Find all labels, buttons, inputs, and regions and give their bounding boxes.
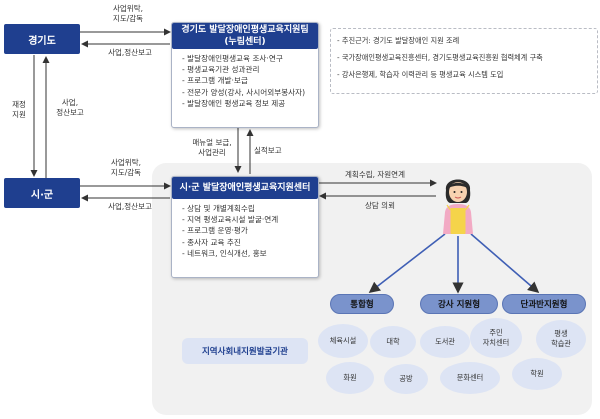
nurim-center-title: 경기도 발달장애인평생교육지원팀 [181, 25, 309, 35]
local-institution-discovery-label: 지역사회내지원발굴기관 [182, 338, 308, 364]
local-duty-item: 종사자 교육 추진 [182, 237, 312, 248]
label-person-to-local-text: 상담 의뢰 [365, 201, 395, 210]
basis-notes-box: 추진근거: 경기도 발달장애인 지원 조례 국가장애인평생교육진흥센터, 경기도… [330, 28, 598, 94]
nurim-duty-item: 프로그램 개발·보급 [182, 75, 312, 86]
institution-label: 문화센터 [456, 373, 484, 382]
institution-label: 화원 [343, 373, 357, 382]
label-gg-to-top: 사업위탁, 지도/감독 [100, 4, 156, 24]
local-center-title: 시·군 발달장애인평생교육지원센터 [179, 183, 311, 193]
nurim-duty-item: 평생교육기관 성과관리 [182, 64, 312, 75]
label-sg-to-gg-line1: 사업, [61, 98, 79, 107]
basis-notes-list: 추진근거: 경기도 발달장애인 지원 조례 국가장애인평생교육진흥센터, 경기도… [337, 32, 591, 83]
institution-label: 체육시설 [329, 336, 357, 345]
institution-label: 도서관 [435, 337, 455, 346]
institution-label: 주민 자치센터 [482, 328, 510, 347]
label-gg-to-sg-line1: 재정 [12, 100, 26, 109]
nurim-duty-item: 발달장애인평생교육 조사·연구 [182, 53, 312, 64]
label-local-to-person: 계획수립, 자원연계 [330, 170, 420, 180]
local-center-duties: 상담 및 개별계획수립 지역 평생교육시설 발굴·연계 프로그램 운영·평가 종… [172, 199, 318, 263]
local-duty-item: 상담 및 개별계획수립 [182, 203, 312, 214]
institution-community-center: 주민 자치센터 [470, 318, 522, 358]
local-center-header: 시·군 발달장애인평생교육지원센터 [172, 177, 318, 199]
nurim-center-panel: 경기도 발달장애인평생교육지원팀 (누림센터) 발달장애인평생교육 조사·연구 … [171, 22, 319, 128]
label-local-to-sg: 사업,정산보고 [94, 202, 166, 212]
institution-lifelong-learning-hall: 평생 학습관 [536, 320, 586, 358]
label-top-to-gg: 사업,정산보고 [94, 48, 166, 58]
local-duty-item: 지역 평생교육시설 발굴·연계 [182, 214, 312, 225]
label-sg-to-gg-line2: 정산보고 [56, 108, 84, 117]
institution-label: 공방 [399, 374, 413, 383]
nurim-center-duties: 발달장애인평생교육 조사·연구 평생교육기관 성과관리 프로그램 개발·보급 전… [172, 49, 318, 113]
sigun-box: 시·군 [4, 178, 80, 208]
label-gg-to-top-line1: 사업위탁, [113, 4, 143, 13]
label-local-to-top: 실적보고 [254, 146, 294, 156]
label-person-to-local: 상담 의뢰 [350, 201, 410, 211]
basis-note: 강사은행제, 학습자 이력관리 등 평생교육 시스템 도입 [337, 66, 591, 83]
institution-workshop: 공방 [384, 364, 428, 394]
nurim-duty-item: 전문가 양성(강사, 사시어외부봉사자) [182, 87, 312, 98]
type-single-class-support: 단과반지원형 [502, 294, 586, 314]
institution-culture-center: 문화센터 [440, 362, 500, 394]
institution-library: 도서관 [420, 326, 470, 358]
label-top-to-local: 매뉴얼 보급, 사업관리 [188, 138, 236, 158]
label-local-to-top-text: 실적보고 [254, 146, 282, 155]
institution-label: 학원 [530, 369, 544, 378]
institution-label: 대학 [386, 337, 400, 346]
nurim-center-header: 경기도 발달장애인평생교육지원팀 (누림센터) [172, 23, 318, 49]
local-duty-item: 프로그램 운영·평가 [182, 225, 312, 236]
learner-person-icon [443, 179, 473, 234]
nurim-center-subtitle: (누림센터) [224, 37, 266, 47]
arrow-person-to-type-1 [368, 233, 446, 293]
label-sg-to-local-line1: 사업위탁, [111, 158, 141, 167]
basis-note: 국가장애인평생교육진흥센터, 경기도평생교육진흥원 협력체계 구축 [337, 49, 591, 66]
label-local-to-person-text: 계획수립, 자원연계 [345, 170, 405, 179]
label-gg-to-top-line2: 지도/감독 [112, 14, 144, 23]
institution-academy: 학원 [512, 358, 562, 390]
local-duty-item: 네트워크, 인식개선, 홍보 [182, 248, 312, 259]
label-top-to-local-line2: 사업관리 [198, 148, 226, 157]
type-instructor-support: 강사 지원형 [420, 294, 498, 314]
label-sg-to-gg: 사업, 정산보고 [50, 98, 90, 118]
institution-flower-shop: 화원 [326, 362, 374, 394]
type-integrated: 통합형 [330, 294, 394, 314]
institution-university: 대학 [370, 326, 416, 358]
gyeonggi-label: 경기도 [28, 35, 56, 47]
basis-note: 추진근거: 경기도 발달장애인 지원 조례 [337, 32, 591, 49]
label-top-to-local-line1: 매뉴얼 보급, [192, 138, 232, 147]
label-top-to-gg-text: 사업,정산보고 [108, 48, 152, 57]
type-integrated-label: 통합형 [350, 300, 374, 310]
sigun-label: 시·군 [30, 189, 54, 201]
arrow-person-to-type-3 [470, 233, 540, 294]
type-single-class-support-label: 단과반지원형 [520, 300, 568, 310]
institution-label: 평생 학습관 [551, 329, 571, 348]
label-local-to-sg-text: 사업,정산보고 [108, 202, 152, 211]
nurim-duty-item: 발달장애인 평생교육 정보 제공 [182, 98, 312, 109]
label-sg-to-local: 사업위탁, 지도/감독 [98, 158, 154, 178]
label-gg-to-sg-line2: 지원 [12, 110, 26, 119]
gyeonggi-box: 경기도 [4, 24, 80, 54]
local-institution-discovery-text: 지역사회내지원발굴기관 [201, 347, 289, 357]
institution-sports-facility: 체육시설 [318, 324, 368, 358]
local-center-panel: 시·군 발달장애인평생교육지원센터 상담 및 개별계획수립 지역 평생교육시설 … [171, 176, 319, 278]
type-instructor-support-label: 강사 지원형 [437, 300, 481, 310]
label-gg-to-sg: 재정 지원 [8, 100, 30, 120]
label-sg-to-local-line2: 지도/감독 [110, 168, 142, 177]
